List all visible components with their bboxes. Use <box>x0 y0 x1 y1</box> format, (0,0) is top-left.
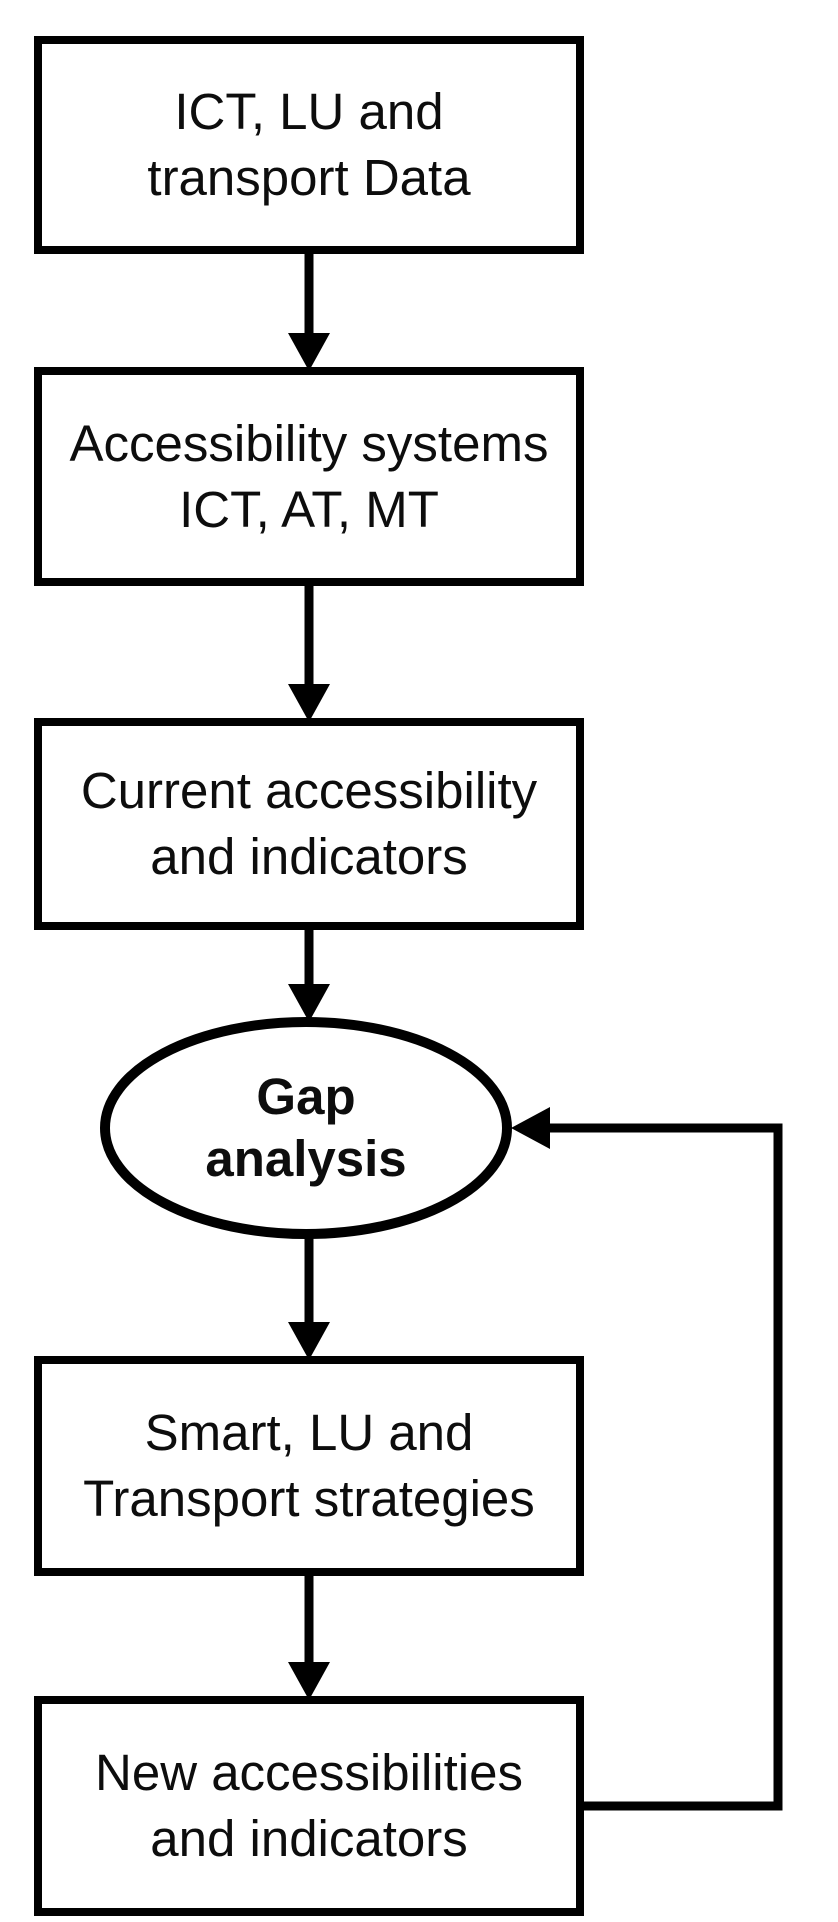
node-gap-analysis: Gap analysis <box>106 1022 506 1234</box>
node-gap-analysis-outline <box>100 1017 512 1239</box>
node-smart-strategies: Smart, LU and Transport strategies <box>38 1360 580 1572</box>
node-current-accessibility-outline <box>34 718 584 930</box>
edge-gap-to-smart-arrowhead-icon <box>288 1322 330 1360</box>
feedback-edge-line <box>546 1123 783 1811</box>
node-accessibility-systems-outline <box>34 367 584 586</box>
node-label-line: Smart, LU and <box>144 1404 474 1461</box>
node-current-accessibility: Current accessibility and indicators <box>38 722 580 926</box>
node-new-accessibilities: New accessibilities and indicators <box>38 1700 580 1912</box>
node-label-line: Current accessibility <box>80 762 538 819</box>
node-label-line: transport Data <box>147 149 471 206</box>
node-new-accessibilities-outline <box>34 1696 584 1916</box>
node-smart-strategies-outline <box>34 1356 584 1576</box>
node-label-line: Transport strategies <box>83 1470 535 1527</box>
edge-data-to-systems-arrowhead-icon <box>288 333 330 371</box>
feedback-edge-arrowhead-icon <box>511 1107 550 1149</box>
node-label-line: ICT, AT, MT <box>179 480 439 538</box>
node-accessibility-systems: Accessibility systems ICT, AT, MT <box>38 371 580 582</box>
edge-smart-to-new-arrowhead-icon <box>288 1662 330 1700</box>
node-ict-lu-transport-data: ICT, LU and transport Data <box>38 40 580 250</box>
node-label-line: and indicators <box>150 828 468 885</box>
node-ict-lu-transport-data-outline <box>34 36 584 254</box>
node-label-line: Accessibility systems <box>69 414 549 472</box>
edge-current-to-gap-arrowhead-icon <box>288 984 330 1022</box>
node-label-line: and indicators <box>150 1810 468 1867</box>
edge-systems-to-current-arrowhead-icon <box>288 684 330 722</box>
node-label-line: Gap <box>256 1068 356 1125</box>
node-label-line: analysis <box>205 1130 407 1187</box>
node-label-line: New accessibilities <box>95 1744 523 1801</box>
node-label-line: ICT, LU and <box>174 83 444 140</box>
